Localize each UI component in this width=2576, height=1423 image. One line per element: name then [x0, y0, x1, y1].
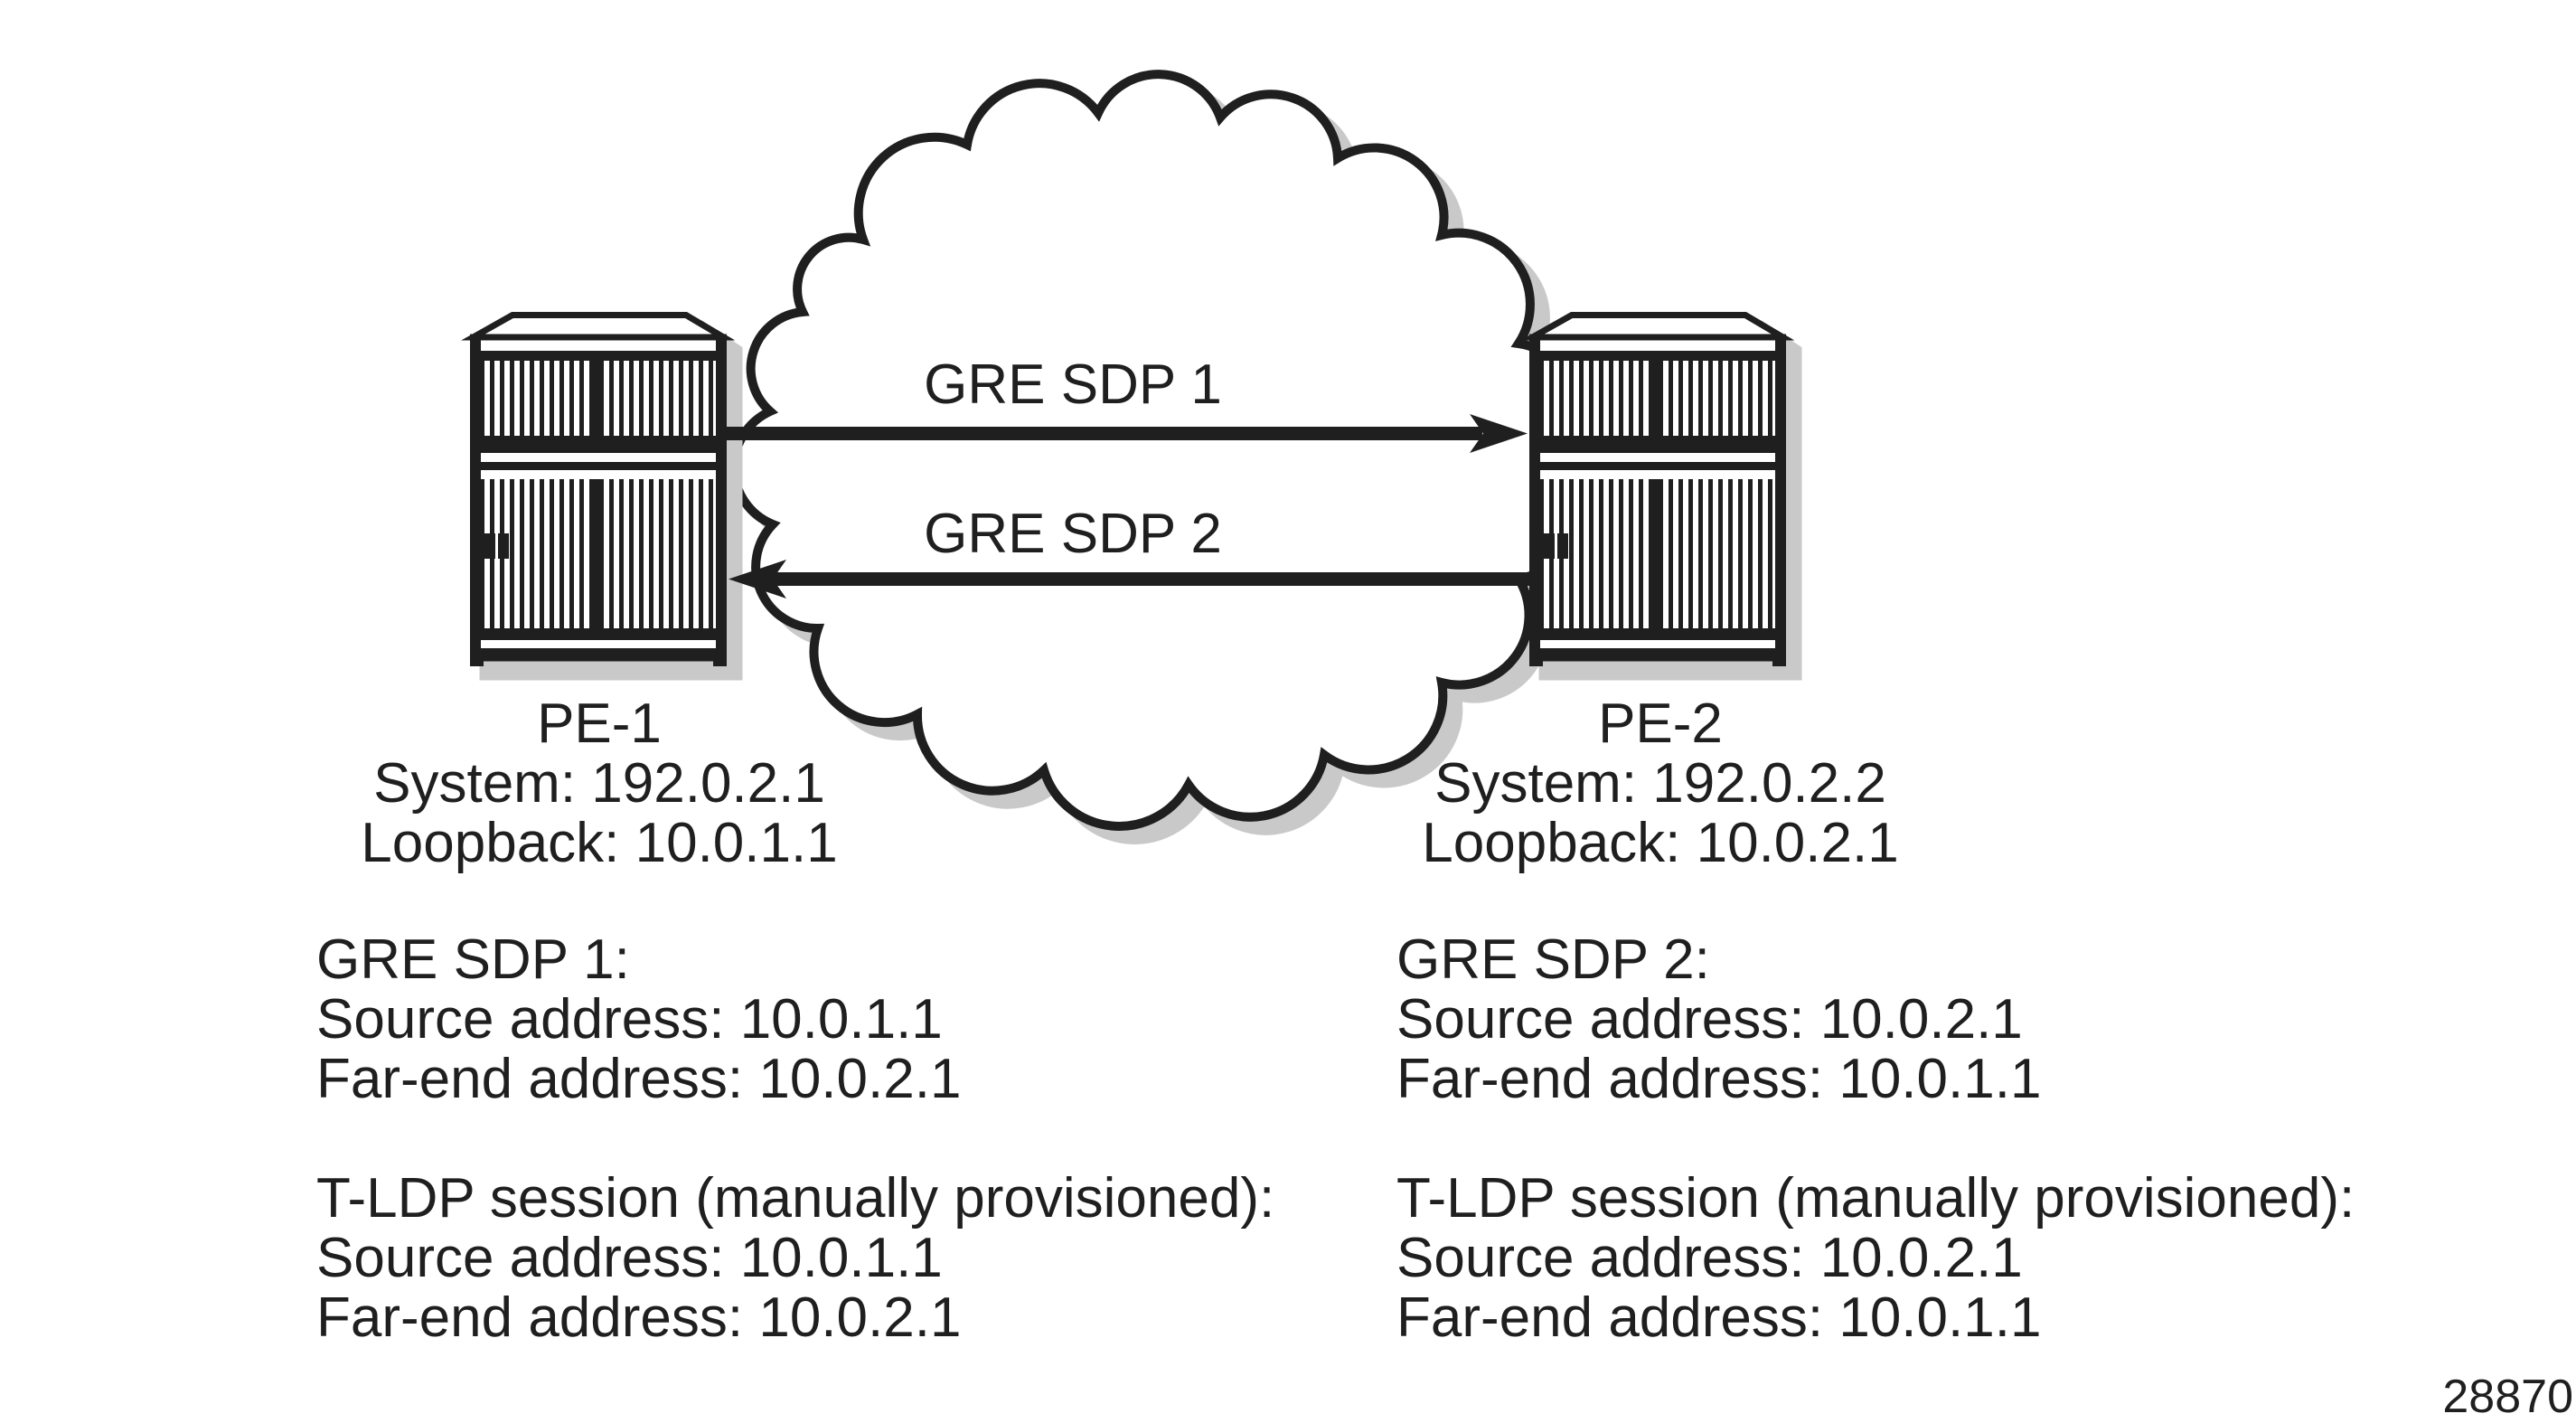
spacer-line [316, 1109, 1274, 1169]
pe1-tldp-source: Source address: 10.0.1.1 [316, 1227, 943, 1289]
figure-number: 28870 [2442, 1371, 2573, 1423]
network-cloud [729, 70, 1580, 831]
gre-sdp-2-label: GRE SDP 2 [924, 503, 1222, 565]
pe2-tldp-heading: T-LDP session (manually provisioned): [1396, 1167, 2355, 1230]
pe1-system-address: System: 192.0.2.1 [373, 752, 825, 815]
pe1-sdp-heading: GRE SDP 1: [316, 928, 630, 991]
pe2-router-icon [1529, 316, 1799, 678]
pe2-loopback-address: Loopback: 10.0.2.1 [1422, 812, 1899, 874]
pe2-caption: PE-2 System: 192.0.2.2 Loopback: 10.0.2.… [1344, 694, 1977, 873]
pe1-sdp-farend: Far-end address: 10.0.2.1 [316, 1048, 962, 1110]
pe1-tldp-farend: Far-end address: 10.0.2.1 [316, 1286, 962, 1349]
pe2-sdp-source: Source address: 10.0.2.1 [1396, 988, 2023, 1051]
pe2-sdp-farend: Far-end address: 10.0.1.1 [1396, 1048, 2042, 1110]
gre-sdp-1-label: GRE SDP 1 [924, 353, 1222, 416]
gre-sdp-1-arrow [726, 414, 1528, 453]
pe1-tldp-heading: T-LDP session (manually provisioned): [316, 1167, 1275, 1230]
gre-sdp-2-arrow [729, 560, 1529, 598]
pe1-router-icon [470, 316, 739, 678]
pe2-tldp-source: Source address: 10.0.2.1 [1396, 1227, 2023, 1289]
pe1-caption: PE-1 System: 192.0.2.1 Loopback: 10.0.1.… [283, 694, 916, 873]
pe2-system-address: System: 192.0.2.2 [1434, 752, 1886, 815]
pe1-sdp-source: Source address: 10.0.1.1 [316, 988, 943, 1051]
pe2-sdp-info-block: GRE SDP 2: Source address: 10.0.2.1 Far-… [1396, 930, 2355, 1348]
pe1-title: PE-1 [537, 693, 662, 755]
pe2-tldp-farend: Far-end address: 10.0.1.1 [1396, 1286, 2042, 1349]
spacer-line [1396, 1109, 2355, 1169]
pe1-loopback-address: Loopback: 10.0.1.1 [361, 812, 838, 874]
pe1-sdp-info-block: GRE SDP 1: Source address: 10.0.1.1 Far-… [316, 930, 1274, 1348]
pe2-title: PE-2 [1598, 693, 1723, 755]
pe2-sdp-heading: GRE SDP 2: [1396, 928, 1710, 991]
